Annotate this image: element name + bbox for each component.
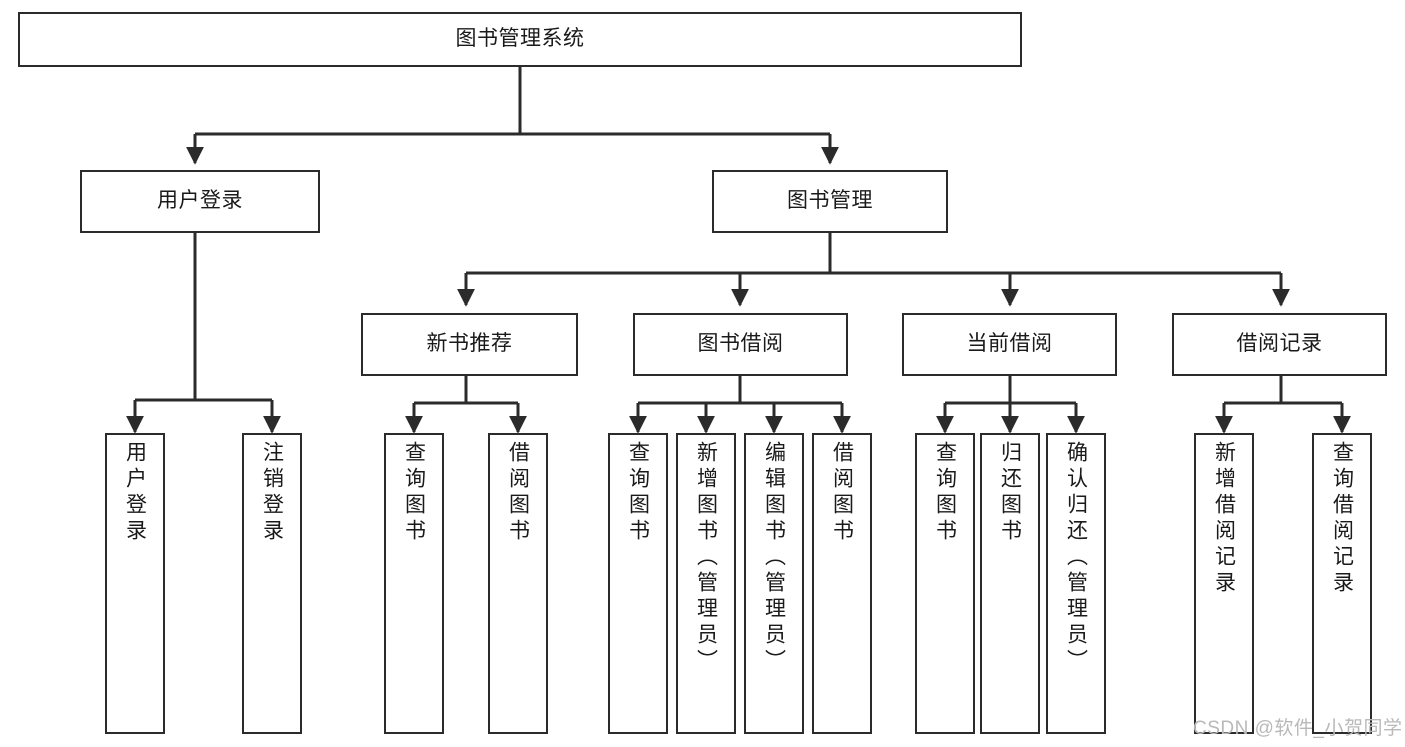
leaf-return-book[interactable]: 归还图书 <box>980 433 1040 734</box>
node-user-login[interactable]: 用户登录 <box>80 170 320 233</box>
node-current-borrow[interactable]: 当前借阅 <box>902 313 1117 376</box>
leaf-add-borrow-record[interactable]: 新增借阅记录 <box>1194 433 1254 734</box>
node-book-borrow-label: 图书借阅 <box>697 332 784 356</box>
leaf-query-borrow-record-label: 查询借阅记录 <box>1330 441 1354 597</box>
leaf-query-book-borrow-label: 查询图书 <box>626 441 650 545</box>
leaf-borrow-book-recommend-label: 借阅图书 <box>506 441 530 545</box>
leaf-confirm-return-admin-label: 确认归还（管理员） <box>1064 441 1088 675</box>
leaf-logout-label: 注销登录 <box>260 441 284 545</box>
node-book-borrow[interactable]: 图书借阅 <box>633 313 848 376</box>
node-book-management[interactable]: 图书管理 <box>712 170 948 233</box>
leaf-add-book-admin-label: 新增图书（管理员） <box>694 441 718 675</box>
leaf-return-book-label: 归还图书 <box>998 441 1022 545</box>
leaf-borrow-book[interactable]: 借阅图书 <box>812 433 872 734</box>
node-root[interactable]: 图书管理系统 <box>18 12 1022 67</box>
node-new-book-recommend[interactable]: 新书推荐 <box>361 313 578 376</box>
leaf-query-book-current[interactable]: 查询图书 <box>915 433 975 734</box>
leaf-query-book-recommend[interactable]: 查询图书 <box>384 433 444 734</box>
leaf-confirm-return-admin[interactable]: 确认归还（管理员） <box>1046 433 1106 734</box>
leaf-query-book-borrow[interactable]: 查询图书 <box>608 433 668 734</box>
leaf-user-login[interactable]: 用户登录 <box>105 433 165 734</box>
leaf-borrow-book-recommend[interactable]: 借阅图书 <box>488 433 548 734</box>
node-new-book-recommend-label: 新书推荐 <box>426 332 513 356</box>
node-book-management-label: 图书管理 <box>787 189 873 213</box>
leaf-logout[interactable]: 注销登录 <box>242 433 302 734</box>
leaf-add-borrow-record-label: 新增借阅记录 <box>1212 441 1236 597</box>
leaf-add-book-admin[interactable]: 新增图书（管理员） <box>676 433 736 734</box>
leaf-query-book-recommend-label: 查询图书 <box>402 441 426 545</box>
leaf-borrow-book-label: 借阅图书 <box>830 441 854 545</box>
node-root-label: 图书管理系统 <box>455 27 585 51</box>
node-user-login-label: 用户登录 <box>157 189 243 213</box>
leaf-query-borrow-record[interactable]: 查询借阅记录 <box>1312 433 1372 734</box>
leaf-query-book-current-label: 查询图书 <box>933 441 957 545</box>
leaf-edit-book-admin[interactable]: 编辑图书（管理员） <box>744 433 804 734</box>
leaf-user-login-label: 用户登录 <box>123 441 147 545</box>
node-borrow-record-label: 借阅记录 <box>1236 332 1323 356</box>
leaf-edit-book-admin-label: 编辑图书（管理员） <box>762 441 786 675</box>
node-borrow-record[interactable]: 借阅记录 <box>1172 313 1387 376</box>
node-current-borrow-label: 当前借阅 <box>966 332 1053 356</box>
